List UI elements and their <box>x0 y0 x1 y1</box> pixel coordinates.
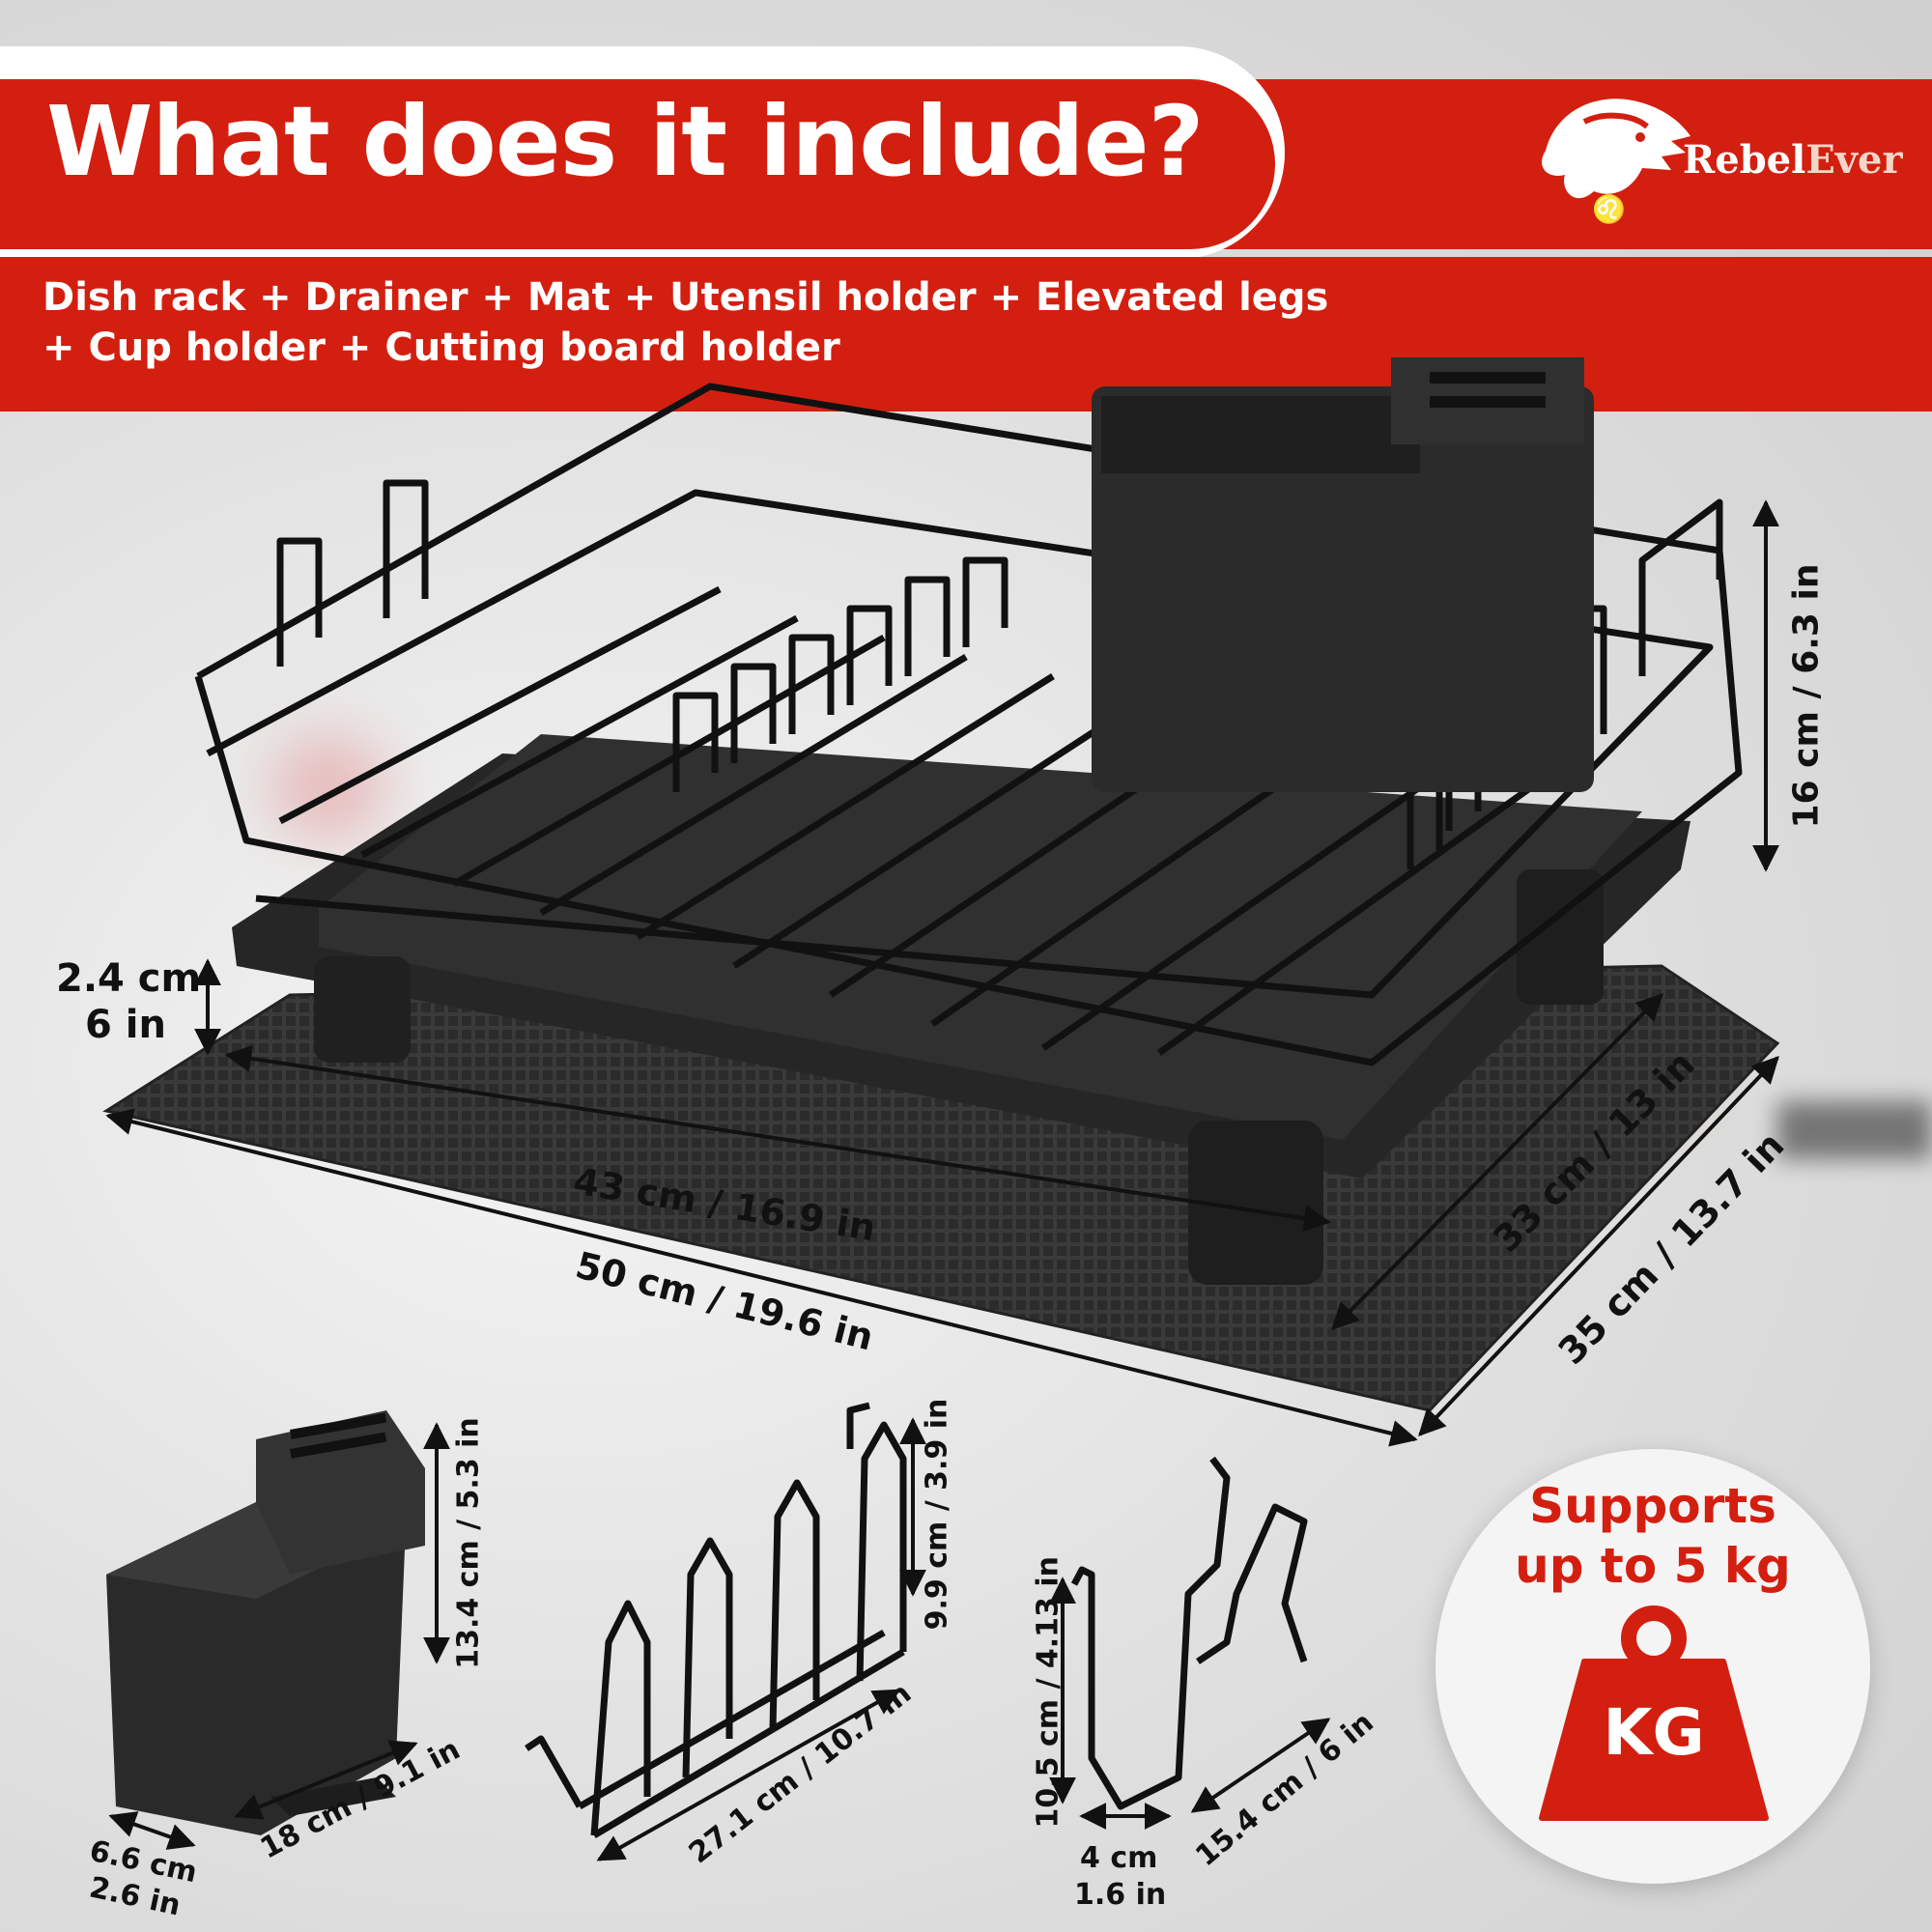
brand-name-part1: Rebel <box>1683 137 1806 183</box>
svg-text:♌: ♌ <box>1592 193 1626 225</box>
subtitle-line-1: Dish rack + Drainer + Mat + Utensil hold… <box>43 275 1329 320</box>
brand-name-part2: Ever <box>1805 137 1903 183</box>
elevated-leg <box>1517 869 1604 1005</box>
badge-line-2: up to 5 kg <box>1515 1538 1791 1594</box>
subtitle: Dish rack + Drainer + Mat + Utensil hold… <box>43 272 1395 373</box>
utensil-holder-on-rack <box>1092 357 1594 792</box>
plate-holder-height-label: 9.9 cm / 3.9 in <box>920 1398 954 1631</box>
leg-height-cm-label: 2.4 cm <box>56 956 202 1001</box>
board-holder-width-in-label: 1.6 in <box>1074 1878 1167 1912</box>
plate-holder-length-arrow <box>596 1689 901 1861</box>
background-blur <box>1777 1101 1932 1159</box>
utensil-width-arrow <box>234 1740 418 1820</box>
weight-badge-text: Supports up to 5 kg <box>1435 1476 1870 1596</box>
board-holder-height-label: 10.5 cm / 4.13 in <box>1031 1556 1065 1829</box>
subtitle-band <box>0 257 1932 412</box>
lion-logo-icon: ♌ <box>1542 99 1690 225</box>
utensil-holder <box>106 1410 425 1835</box>
mat-width-arrow <box>105 1108 1418 1447</box>
badge-line-1: Supports <box>1529 1478 1776 1534</box>
background-blur <box>270 734 386 840</box>
plate-holder <box>525 1402 907 1839</box>
subtitle-line-2: + Cup holder + Cutting board holder <box>43 326 840 370</box>
rack-height-label: 16 cm / 6.3 in <box>1786 563 1827 829</box>
board-holder-length-arrow <box>1190 1718 1331 1813</box>
leg-height-in-label: 6 in <box>85 1003 166 1047</box>
brand-name: RebelEver <box>1683 137 1903 183</box>
utensil-depth-arrow <box>108 1811 196 1850</box>
page-title: What does it include? <box>46 85 1205 198</box>
mat-depth-arrow <box>1418 1055 1779 1437</box>
weight-kg-label: KG <box>1603 1695 1705 1770</box>
title-pill-fill <box>0 79 1275 249</box>
weight-icon <box>1539 1605 1769 1821</box>
elevated-leg <box>314 956 411 1063</box>
cutting-board-holder <box>1070 1456 1308 1810</box>
board-holder-width-cm-label: 4 cm <box>1080 1841 1158 1875</box>
utensil-height-label: 13.4 cm / 5.3 in <box>451 1417 486 1669</box>
